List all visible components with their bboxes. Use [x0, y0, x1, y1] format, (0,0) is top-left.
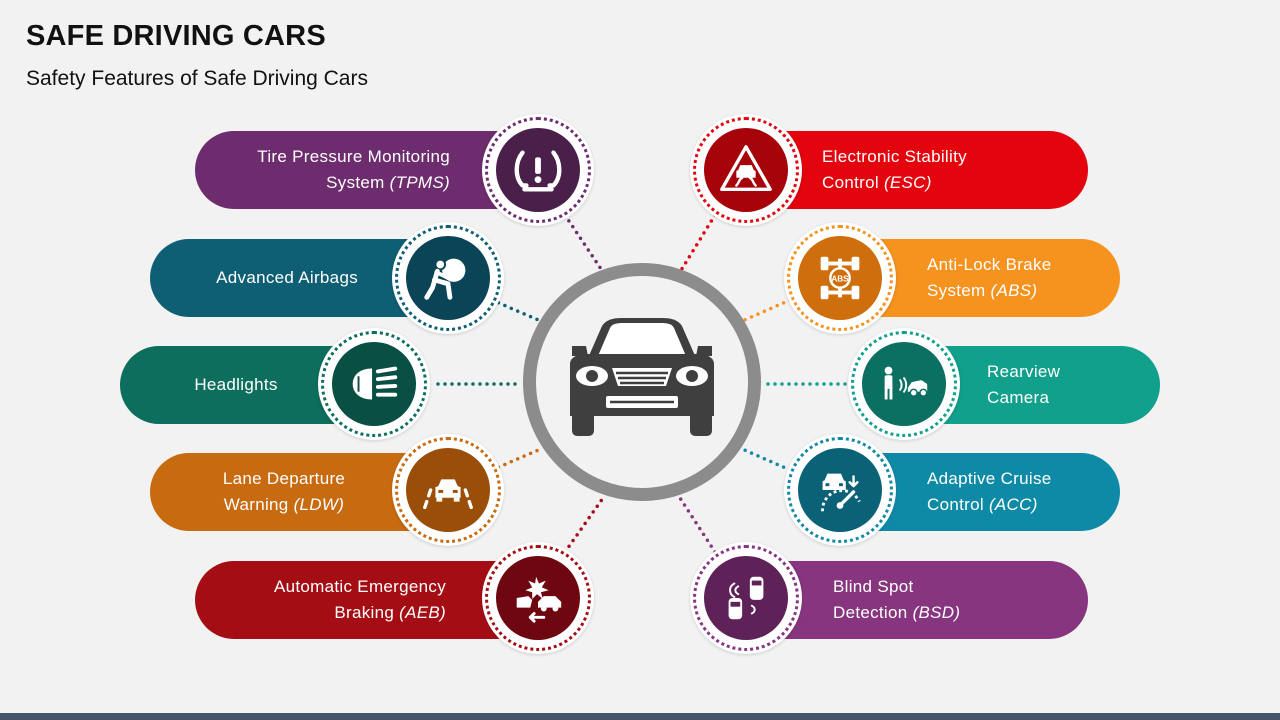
car-front-icon	[570, 318, 714, 436]
abs-icon-text: ABS	[831, 274, 849, 283]
tpms-line2: System	[326, 173, 385, 192]
ldw-abbr: (LDW)	[293, 495, 345, 514]
ldw-line2: Warning	[223, 495, 289, 514]
badge-aeb	[482, 542, 594, 654]
abs-line1: Anti-Lock Brake	[927, 255, 1052, 274]
badge-abs: ABS	[784, 222, 896, 334]
aeb-line2: Braking	[334, 603, 395, 622]
page-title: SAFE DRIVING CARS	[26, 20, 326, 52]
esc-line2: Control	[822, 173, 879, 192]
footer-bar	[0, 713, 1280, 720]
blind-spot-icon	[728, 576, 764, 620]
headlight-icon	[352, 366, 398, 400]
rearview-camera-icon	[884, 366, 928, 400]
rearview-line2: Camera	[987, 388, 1050, 407]
tpms-abbr: (TPMS)	[389, 173, 450, 192]
airbag-icon	[424, 258, 466, 300]
badge-acc	[784, 434, 896, 546]
connector-ldw	[490, 446, 545, 472]
tire-pressure-icon	[514, 150, 562, 192]
feature-pill-aeb: Automatic Emergency Braking (AEB)	[195, 561, 535, 639]
bsd-line2: Detection	[833, 603, 908, 622]
badge-headlights	[318, 328, 430, 440]
connector-esc	[678, 213, 717, 274]
badge-rearview	[848, 328, 960, 440]
bsd-line1: Blind Spot	[833, 577, 914, 596]
ldw-line1: Lane Departure	[222, 469, 346, 488]
central-hub	[523, 263, 761, 501]
feature-pill-bsd: Blind Spot Detection (BSD)	[748, 561, 1088, 639]
connector-acc	[738, 446, 792, 472]
abs-abbr: (ABS)	[990, 281, 1038, 300]
aeb-abbr: (AEB)	[399, 603, 446, 622]
bsd-abbr: (BSD)	[912, 603, 961, 622]
badge-esc	[690, 114, 802, 226]
connector-airbags	[490, 298, 545, 324]
badge-tpms	[482, 114, 594, 226]
acc-line1: Adaptive Cruise	[927, 469, 1052, 488]
connector-abs	[738, 298, 792, 324]
abs-chassis-icon: ABS	[820, 256, 860, 300]
airbags-label: Advanced Airbags	[216, 268, 358, 287]
badge-bsd	[690, 542, 802, 654]
collision-icon	[516, 576, 562, 623]
cruise-control-icon	[821, 473, 861, 512]
acc-abbr: (ACC)	[988, 495, 1038, 514]
skid-warning-icon	[720, 145, 772, 192]
feature-pill-esc: Electronic Stability Control (ESC)	[748, 131, 1088, 209]
badge-ldw	[392, 434, 504, 546]
esc-line1: Electronic Stability	[822, 147, 967, 166]
tpms-line1: Tire Pressure Monitoring	[257, 147, 450, 166]
aeb-line1: Automatic Emergency	[274, 577, 446, 596]
abs-line2: System	[927, 281, 986, 300]
headlights-label: Headlights	[194, 375, 278, 394]
connector-bsd	[678, 496, 717, 554]
rearview-line1: Rearview	[987, 362, 1061, 381]
connector-aeb	[563, 496, 605, 554]
esc-abbr: (ESC)	[883, 173, 932, 192]
connector-tpms	[563, 213, 605, 274]
feature-pill-tpms: Tire Pressure Monitoring System (TPMS)	[195, 131, 535, 209]
lane-departure-icon	[423, 479, 473, 510]
page-subtitle: Safety Features of Safe Driving Cars	[26, 67, 368, 90]
acc-line2: Control	[927, 495, 984, 514]
badge-airbags	[392, 222, 504, 334]
